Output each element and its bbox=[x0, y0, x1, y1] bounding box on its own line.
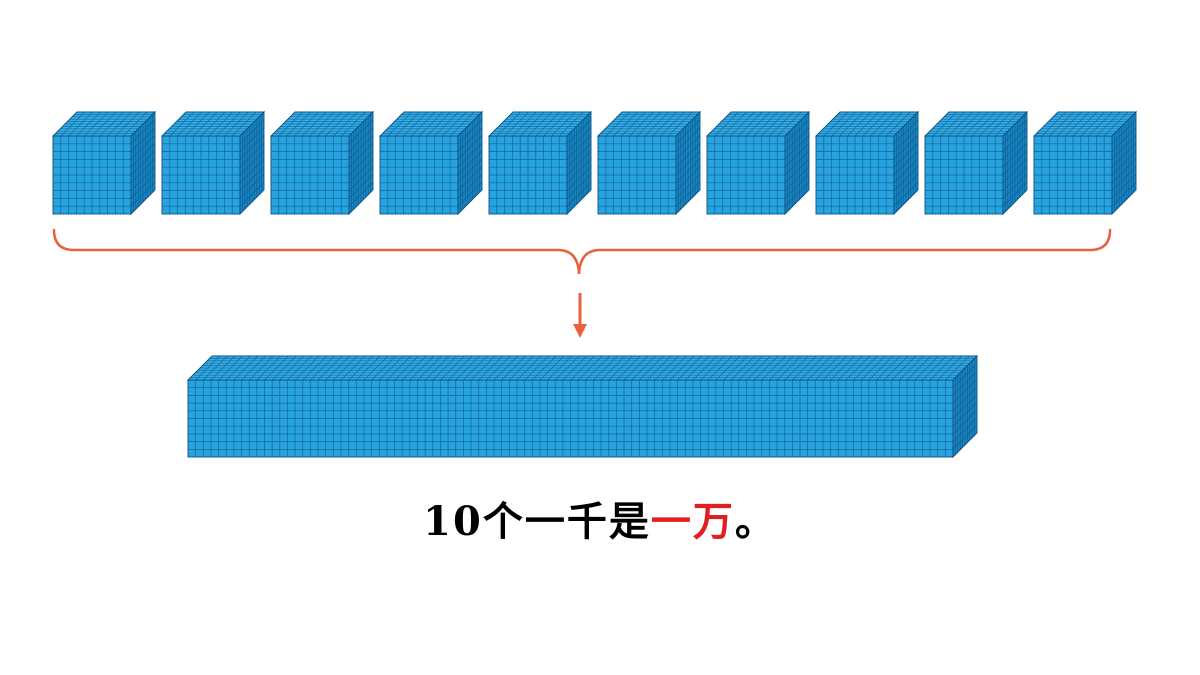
caption-highlight: 一万 bbox=[650, 498, 735, 545]
thousand-cube bbox=[378, 110, 484, 216]
bar-block bbox=[186, 354, 979, 459]
thousand-cube bbox=[160, 110, 266, 216]
down-arrow bbox=[573, 293, 587, 338]
thousand-cube bbox=[1032, 110, 1138, 216]
thousand-cube bbox=[596, 110, 702, 216]
ten-thousand-bar bbox=[186, 354, 979, 459]
thousand-cube bbox=[923, 110, 1029, 216]
caption: 10个一千是一万。 bbox=[0, 492, 1200, 552]
grouping-brace bbox=[52, 228, 1112, 275]
thousand-cube bbox=[814, 110, 920, 216]
thousand-cube bbox=[269, 110, 375, 216]
thousand-cube bbox=[51, 110, 157, 216]
thousand-cubes-row bbox=[51, 110, 1138, 216]
thousand-cube bbox=[705, 110, 811, 216]
caption-suffix: 。 bbox=[734, 498, 777, 545]
thousand-cube bbox=[487, 110, 593, 216]
caption-prefix: 10个一千是 bbox=[423, 498, 651, 545]
